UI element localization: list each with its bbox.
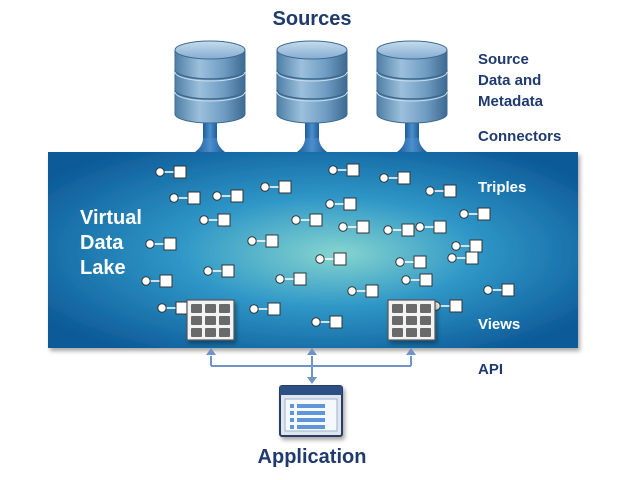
triple-icon (169, 191, 201, 205)
triple-icon (291, 213, 323, 227)
virtual-data-lake-label: Virtual Data Lake (80, 206, 142, 281)
sources-title: Sources (272, 8, 352, 30)
connector (397, 116, 427, 152)
triples-group (141, 163, 515, 329)
database-icon (376, 40, 448, 124)
triple-icon (379, 171, 411, 185)
source-data-line-1: Source (478, 51, 529, 68)
triple-icon (199, 213, 231, 227)
connector (195, 116, 225, 152)
api-label: API (478, 361, 504, 378)
triple-icon (249, 302, 281, 316)
connectors (195, 116, 427, 152)
triple-icon (325, 197, 357, 211)
triple-icon (338, 220, 370, 234)
triple-icon (203, 264, 235, 278)
triple-icon (401, 273, 433, 287)
triple-icon (155, 165, 187, 179)
source-data-line-2: Data and (478, 72, 542, 89)
triple-icon (315, 252, 347, 266)
triple-icon (145, 237, 177, 251)
triple-icon (425, 184, 457, 198)
api-arrows (206, 348, 416, 384)
view-grid-icon (387, 299, 436, 341)
application-title: Application (257, 446, 367, 468)
vdl-line-1: Virtual (80, 207, 142, 229)
triple-icon (247, 234, 279, 248)
database-icon (276, 40, 348, 124)
triple-icon (311, 315, 343, 329)
triple-icon (395, 255, 427, 269)
source-data-line-3: Metadata (478, 93, 544, 110)
triple-icon (328, 163, 360, 177)
triple-icon (459, 207, 491, 221)
application-window-icon (279, 385, 343, 437)
source-databases (174, 40, 448, 124)
triple-icon (447, 251, 479, 265)
triple-icon (260, 180, 292, 194)
connector (297, 116, 327, 152)
virtual-data-lake-area (48, 152, 578, 348)
view-grid-icon (186, 299, 235, 341)
triple-icon (212, 189, 244, 203)
triples-label: Triples (478, 179, 527, 196)
database-icon (174, 40, 246, 124)
views-group (186, 299, 436, 341)
triple-icon (347, 284, 379, 298)
vdl-line-3: Lake (80, 257, 126, 279)
source-data-metadata-label: Source Data and Metadata (478, 49, 543, 112)
views-label: Views (478, 316, 521, 333)
triple-icon (141, 274, 173, 288)
triple-icon (415, 220, 447, 234)
triple-icon (275, 272, 307, 286)
vdl-line-2: Data (80, 232, 124, 254)
triple-icon (157, 301, 189, 315)
triple-icon (451, 239, 483, 253)
triple-icon (483, 283, 515, 297)
triple-icon (383, 223, 415, 237)
connectors-label: Connectors (478, 128, 562, 145)
